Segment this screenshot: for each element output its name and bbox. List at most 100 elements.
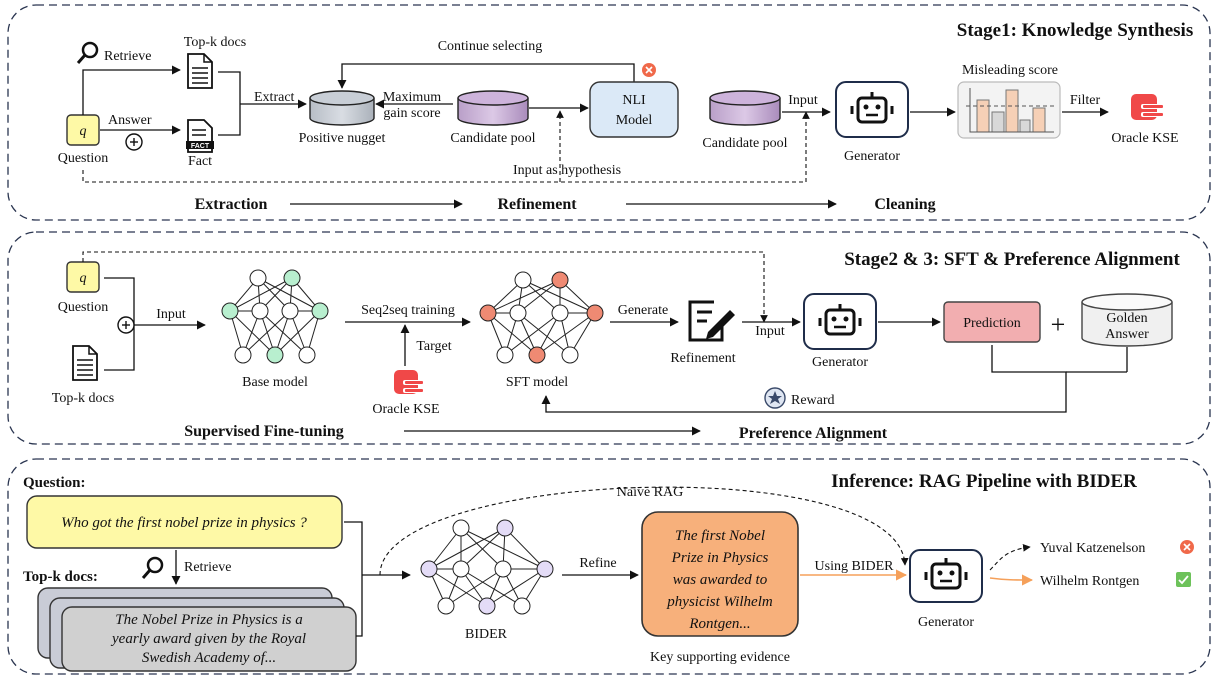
reward-label: Reward xyxy=(791,393,835,408)
base-model-label: Base model xyxy=(242,375,308,390)
input-label-3: Input xyxy=(755,324,785,339)
question-text: Who got the first nobel prize in physics… xyxy=(61,515,307,531)
fact-label: Fact xyxy=(188,154,212,169)
candidate-pool-2-cylinder xyxy=(709,90,781,126)
doc-card-front xyxy=(61,606,357,672)
refinement-label-2: Refinement xyxy=(670,351,735,366)
golden-answer-cylinder xyxy=(1081,293,1173,347)
naive-rag-path xyxy=(379,486,909,576)
stage1-panel: Stage1: Knowledge Synthesis q Question R… xyxy=(7,4,1211,221)
candidate-pool-label: Candidate pool xyxy=(450,131,535,146)
oracle-kse-icon-2 xyxy=(394,370,425,394)
plus-icon-2 xyxy=(117,316,135,334)
generator-label-2: Generator xyxy=(812,355,868,370)
fact-icon: FACT xyxy=(186,119,214,153)
error-icon xyxy=(642,63,656,77)
naive-output-arrow xyxy=(989,544,1031,571)
doc-line-1: The Nobel Prize in Physics is a xyxy=(115,612,303,628)
robot-icon-3 xyxy=(924,558,968,590)
wrong-answer-icon xyxy=(1180,540,1194,554)
cleaning-label: Cleaning xyxy=(874,196,935,213)
nli-line2: Model xyxy=(616,113,653,128)
doc-line-3: Swedish Academy of... xyxy=(142,650,276,666)
generator-label-3: Generator xyxy=(918,615,974,630)
bider-label: BIDER xyxy=(465,627,508,642)
generator-label: Generator xyxy=(844,149,900,164)
stage2-title: Stage2 & 3: SFT & Preference Alignment xyxy=(844,249,1180,270)
search-icon-2 xyxy=(141,556,164,579)
extract-bracket xyxy=(218,71,306,136)
misleading-score-chart xyxy=(957,81,1061,139)
retrieve-label-2: Retrieve xyxy=(184,560,231,575)
edit-icon xyxy=(688,300,735,342)
evidence-line-4: physicist Wilhelm xyxy=(666,594,773,610)
max-gain-line1: Maximum xyxy=(383,90,441,105)
golden-line2: Answer xyxy=(1105,327,1149,342)
stage2-border xyxy=(7,231,1211,445)
input-bracket-3 xyxy=(344,521,410,637)
continue-loop xyxy=(337,63,635,89)
oracle-kse-icon xyxy=(1131,94,1165,120)
star-icon xyxy=(764,387,786,409)
question-header: Question: xyxy=(23,475,86,491)
inference-border xyxy=(7,458,1211,675)
prediction-label: Prediction xyxy=(963,316,1021,331)
candidate-pool-2-label: Candidate pool xyxy=(702,136,787,151)
oracle-kse-label: Oracle KSE xyxy=(1111,131,1178,146)
input-label: Input xyxy=(788,93,818,108)
input-label-2: Input xyxy=(156,307,186,322)
generator-box-2 xyxy=(803,293,877,350)
key-evidence-label: Key supporting evidence xyxy=(650,650,790,665)
base-model-network xyxy=(221,269,329,364)
document-icon xyxy=(187,53,213,89)
question-symbol: q xyxy=(80,124,87,139)
retrieve-label: Retrieve xyxy=(104,49,151,64)
prediction-box xyxy=(943,301,1041,343)
sft-stage-label: Supervised Fine-tuning xyxy=(184,423,344,440)
answer-label: Answer xyxy=(108,113,152,128)
stage1-title: Stage1: Knowledge Synthesis xyxy=(957,20,1193,41)
misleading-score-label: Misleading score xyxy=(962,63,1058,78)
topk-header: Top-k docs: xyxy=(23,569,98,585)
sft-model-label: SFT model xyxy=(506,375,568,390)
retrieve-arrow xyxy=(82,65,181,115)
refine-label: Refine xyxy=(579,556,616,571)
filter-label: Filter xyxy=(1070,93,1101,108)
generator-box-3 xyxy=(909,549,983,603)
stage2-panel: Stage2 & 3: SFT & Preference Alignment q… xyxy=(7,231,1211,445)
bider-network xyxy=(420,519,554,615)
pref-stage-label: Preference Alignment xyxy=(739,425,888,442)
using-bider-label: Using BIDER xyxy=(815,559,895,574)
question-label-2: Question xyxy=(58,300,109,315)
seq2seq-label: Seq2seq training xyxy=(361,303,455,318)
question-dashed-line xyxy=(82,251,768,323)
fact-tag: FACT xyxy=(191,143,210,150)
generate-label: Generate xyxy=(618,303,669,318)
extraction-label: Extraction xyxy=(195,196,268,213)
inference-title: Inference: RAG Pipeline with BIDER xyxy=(831,471,1137,492)
input-as-hypothesis-label: Input as hypothesis xyxy=(513,163,621,178)
doc-line-2: yearly award given by the Royal xyxy=(110,631,306,647)
plus-icon xyxy=(125,133,143,151)
golden-line1: Golden xyxy=(1106,311,1147,326)
naive-rag-label: Naive RAG xyxy=(617,485,684,500)
positive-nugget-cylinder xyxy=(309,90,375,126)
check-icon xyxy=(1176,572,1191,587)
wrong-answer: Yuval Katzenelson xyxy=(1040,541,1145,556)
oracle-kse-label-2: Oracle KSE xyxy=(372,402,439,417)
hypothesis-dashed-line xyxy=(82,111,810,183)
bider-output-arrow xyxy=(989,574,1034,586)
robot-icon-2 xyxy=(818,304,862,336)
topk-docs-label-2: Top-k docs xyxy=(52,391,114,406)
question-label: Question xyxy=(58,151,109,166)
candidate-pool-cylinder xyxy=(457,90,529,126)
reward-bracket xyxy=(541,345,1067,413)
sft-model-network xyxy=(479,271,604,364)
evidence-line-3: was awarded to xyxy=(673,572,768,588)
nli-model-box xyxy=(589,81,679,138)
positive-nugget-label: Positive nugget xyxy=(299,131,386,146)
inference-panel: Inference: RAG Pipeline with BIDER Quest… xyxy=(7,458,1211,675)
evidence-box xyxy=(641,511,799,637)
continue-selecting-label: Continue selecting xyxy=(438,39,543,54)
